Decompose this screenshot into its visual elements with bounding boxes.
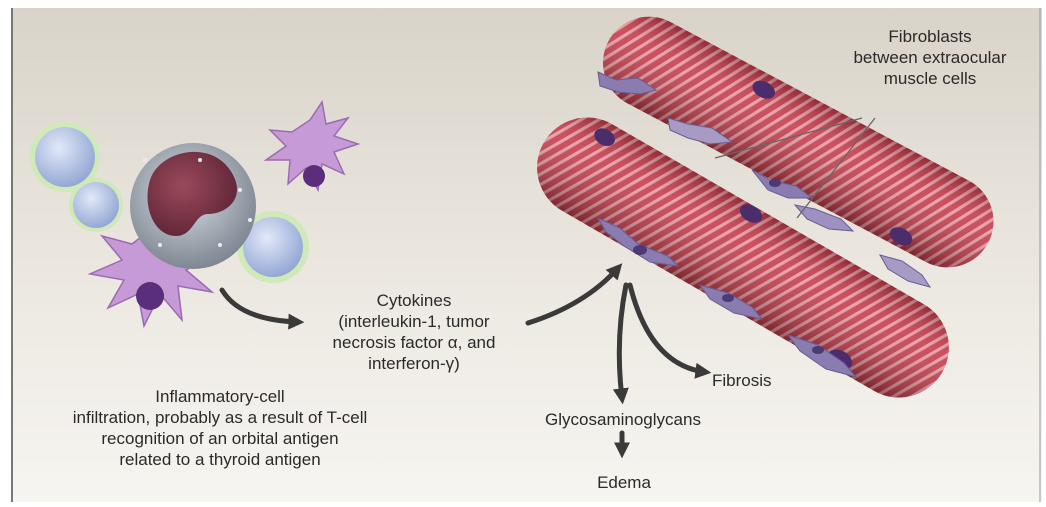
inflammatory-cell-label: Inflammatory-cell infiltration, probably… — [20, 386, 420, 470]
fibrosis-label: Fibrosis — [712, 370, 772, 391]
macrophage — [130, 143, 256, 269]
edema-label: Edema — [596, 472, 652, 493]
glycosaminoglycans-label: Glycosaminoglycans — [530, 409, 716, 430]
cytokines-label: Cytokines (interleukin-1, tumor necrosis… — [300, 290, 528, 374]
fibroblasts-label: Fibroblasts between extraocular muscle c… — [830, 26, 1030, 89]
